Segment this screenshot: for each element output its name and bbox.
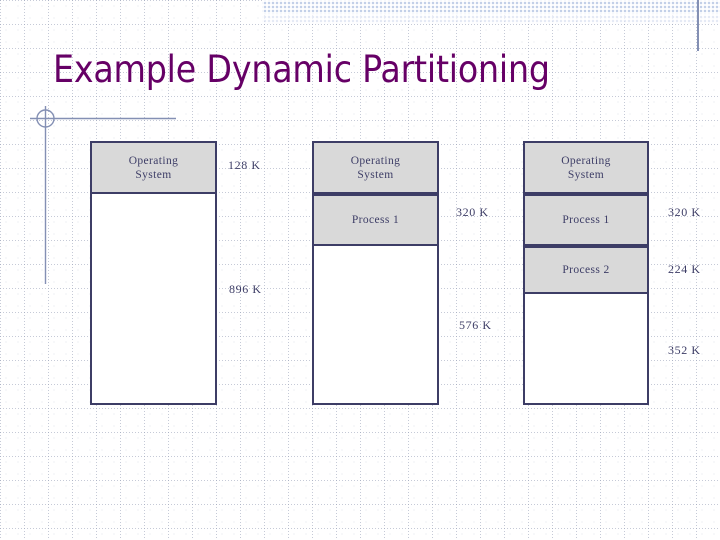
segment-label: Process 1 bbox=[351, 214, 400, 226]
segment-operating-system-2: Operating System bbox=[312, 141, 439, 194]
segment-operating-system-1: Operating System bbox=[90, 141, 217, 194]
segment-label-line1: Operating bbox=[561, 154, 611, 167]
size-label-p1-3: 320 K bbox=[668, 205, 701, 219]
size-label-p1-2: 320 K bbox=[456, 205, 489, 219]
top-band-vertical-rule bbox=[697, 0, 699, 51]
size-label-free-2: 576 K bbox=[459, 318, 492, 332]
top-decorative-band-fade bbox=[262, 14, 720, 24]
segment-label: Process 1 bbox=[562, 214, 610, 226]
segment-label-line1: Operating bbox=[128, 154, 179, 167]
size-label-free-3: 352 K bbox=[668, 343, 701, 357]
segment-label-line1: Operating bbox=[350, 154, 401, 167]
segment-process-1-col3: Process 1 bbox=[523, 194, 649, 246]
segment-label-line2: System bbox=[135, 168, 172, 181]
size-label-p2-3: 224 K bbox=[668, 262, 701, 276]
segment-label-line2: System bbox=[357, 168, 394, 181]
top-decorative-band bbox=[262, 0, 720, 14]
segment-operating-system-3: Operating System bbox=[523, 141, 649, 194]
segment-label: Process 2 bbox=[562, 264, 610, 276]
size-label-os-1: 128 K bbox=[228, 158, 261, 172]
segment-process-2-col3: Process 2 bbox=[523, 246, 649, 294]
size-label-free-1: 896 K bbox=[229, 282, 262, 296]
segment-label-line2: System bbox=[567, 168, 605, 181]
segment-process-1-col2: Process 1 bbox=[312, 194, 439, 246]
page-title: Example Dynamic Partitioning bbox=[53, 48, 550, 91]
